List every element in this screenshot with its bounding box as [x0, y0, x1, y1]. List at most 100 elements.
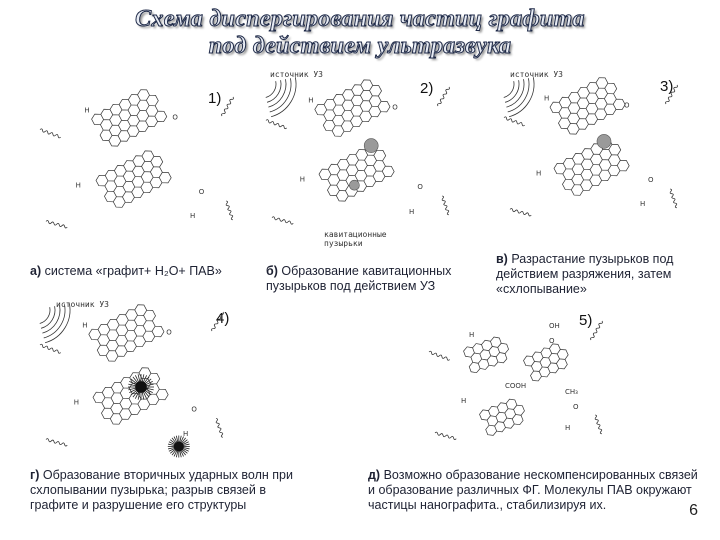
- panel-4-source-label: источник УЗ: [56, 300, 109, 309]
- panel-5-label-o-1: O: [549, 337, 555, 345]
- panel-3-caption-text: Разрастание пузырьков под действием разр…: [496, 252, 674, 296]
- panel-1-caption-letter: а): [30, 264, 42, 278]
- panel-1-label-h-2: H: [76, 181, 81, 189]
- panel-5-label-h-3: H: [565, 424, 570, 432]
- panel-2-caption: б) Образование кавитационных пузырьков п…: [266, 264, 486, 294]
- panel-1-surfactant-1: [39, 128, 61, 139]
- panel-5-graphite-sheet-1: [463, 336, 509, 374]
- page-number: 6: [689, 502, 698, 519]
- panel-5-graphite-sheet-3: [479, 398, 525, 436]
- panel-3-caption: в) Разрастание пузырьков под действием р…: [496, 252, 701, 297]
- panel-3: H O H O H источник УЗ 3): [500, 70, 700, 240]
- panel-2-surfactant-4: [441, 195, 450, 216]
- panel-4-number: 4): [216, 310, 230, 327]
- panel-5-label-o-2: O: [573, 403, 579, 411]
- panel-2-caption-text: Образование кавитационных пузырьков под …: [266, 264, 452, 293]
- panel-2-label-o-1: O: [392, 104, 398, 112]
- panel-3-surfactant-1: [503, 116, 525, 127]
- panel-1-label-h-1: H: [84, 107, 89, 115]
- panel-3-label-h-3: H: [640, 200, 645, 208]
- panel-3-diagram: H O H O H: [503, 77, 678, 217]
- panel-4-caption-letter: г): [30, 468, 40, 482]
- panel-4-shockwave-2: [167, 435, 190, 458]
- panel-1-graphite-sheet-1: [91, 89, 168, 147]
- panel-4-shockwave-1: [128, 374, 154, 400]
- panel-4-caption: г) Образование вторичных ударных волн пр…: [30, 468, 305, 513]
- panel-1-label-h-3: H: [190, 212, 195, 220]
- panel-2-bubble-1: [363, 138, 379, 153]
- panel-4-surfactant-4: [215, 418, 224, 438]
- panel-4-graphite-sheet-2: [92, 367, 169, 425]
- panel-5-caption-text: Возможно образование нескомпенсированных…: [368, 468, 698, 512]
- panel-2-label-h-2: H: [300, 176, 305, 184]
- panel-2-caption-letter: б): [266, 264, 278, 278]
- panel-3-surfactant-4: [669, 188, 678, 209]
- panel-5-label-oh: OH: [549, 322, 560, 330]
- panel-2-label-o-2: O: [417, 183, 423, 191]
- panel-3-label-o-1: O: [624, 101, 630, 109]
- panel-1-surfactant-4: [225, 200, 234, 221]
- slide-title: Схема диспергирования частиц графита под…: [0, 6, 720, 60]
- panel-3-surfactant-2: [665, 84, 678, 105]
- panel-1-label-o-2: O: [199, 188, 205, 196]
- panel-1-surfactant-3: [45, 220, 68, 229]
- panel-3-surfactant-3: [509, 208, 532, 217]
- panel-5-label-cooh: COOH: [505, 382, 526, 390]
- panel-4-label-h-1: H: [82, 322, 87, 330]
- panel-2-label-h-1: H: [308, 96, 313, 104]
- panel-5-label-ch3: CH₃: [565, 388, 578, 396]
- panel-2-surfactant-3: [271, 216, 294, 225]
- panel-1-caption: а) система «графит+ H₂O+ ПАВ»: [30, 264, 260, 279]
- panel-3-graphite-sheet-1: [549, 77, 626, 135]
- panel-3-ultrasound-waves: [503, 77, 535, 118]
- panel-1-graphite-sheet-2: [95, 150, 172, 208]
- panel-2-bubble-2: [349, 179, 360, 191]
- title-line-2: под действием ультразвука: [208, 33, 512, 60]
- title-line-1: Схема диспергирования частиц графита: [135, 6, 585, 33]
- panel-4: H O H O H источник УЗ 4): [36, 296, 246, 471]
- panel-5-surfactant-3: [434, 431, 457, 440]
- panel-5-number: 5): [579, 312, 593, 329]
- panel-3-label-h-1: H: [544, 95, 549, 103]
- panel-2-ultrasound-waves: [265, 77, 297, 118]
- panel-2-source-label: источник УЗ: [270, 70, 323, 79]
- panel-4-label-o-2: O: [191, 406, 197, 414]
- panel-2-bubble-label: кавитационные пузырьки: [324, 230, 387, 248]
- panel-2-number: 2): [420, 80, 434, 97]
- panel-1-number: 1): [208, 90, 222, 107]
- panel-4-label-o-1: O: [166, 329, 172, 337]
- panel-5-label-h-2: H: [461, 397, 466, 405]
- panel-5-graphite-sheet-2: [523, 343, 569, 382]
- panel-1-caption-text: система «графит+ H₂O+ ПАВ»: [44, 264, 222, 278]
- panel-5-surfactant-4: [594, 414, 603, 435]
- panel-2-diagram: H O H O H: [265, 77, 450, 225]
- panel-2-graphite-sheet-2: [318, 144, 395, 202]
- panel-3-bubble-1: [596, 134, 612, 149]
- panel-4-graphite-sheet-1: [88, 304, 165, 362]
- panel-5-caption-letter: д): [368, 468, 381, 482]
- panel-2-surfactant-1: [265, 119, 287, 130]
- panel-3-number: 3): [660, 78, 674, 95]
- panel-4-label-h-3: H: [183, 430, 188, 438]
- panel-4-diagram: H O H O H: [39, 303, 224, 458]
- panel-2-label-h-3: H: [409, 208, 414, 216]
- panel-5-surfactant-1: [428, 350, 450, 361]
- panel-5-caption: д) Возможно образование нескомпенсирован…: [368, 468, 698, 513]
- panel-2: H O H O H источник УЗ 2) кавитационные пузыр…: [262, 70, 472, 250]
- panel-4-label-h-2: H: [74, 399, 79, 407]
- panel-4-surfactant-2: [211, 311, 224, 332]
- panel-3-label-o-2: O: [648, 176, 654, 184]
- panel-5-surfactant-2: [590, 320, 603, 341]
- panel-3-source-label: источник УЗ: [510, 70, 563, 79]
- panel-4-surfactant-3: [45, 438, 68, 447]
- panel-2-surfactant-2: [437, 86, 450, 107]
- panel-5-label-h-1: H: [469, 331, 474, 339]
- panel-4-ultrasound-waves: [39, 303, 71, 344]
- panel-3-graphite-sheet-2: [553, 138, 630, 196]
- panel-3-caption-letter: в): [496, 252, 508, 266]
- panel-3-label-h-2: H: [536, 169, 541, 177]
